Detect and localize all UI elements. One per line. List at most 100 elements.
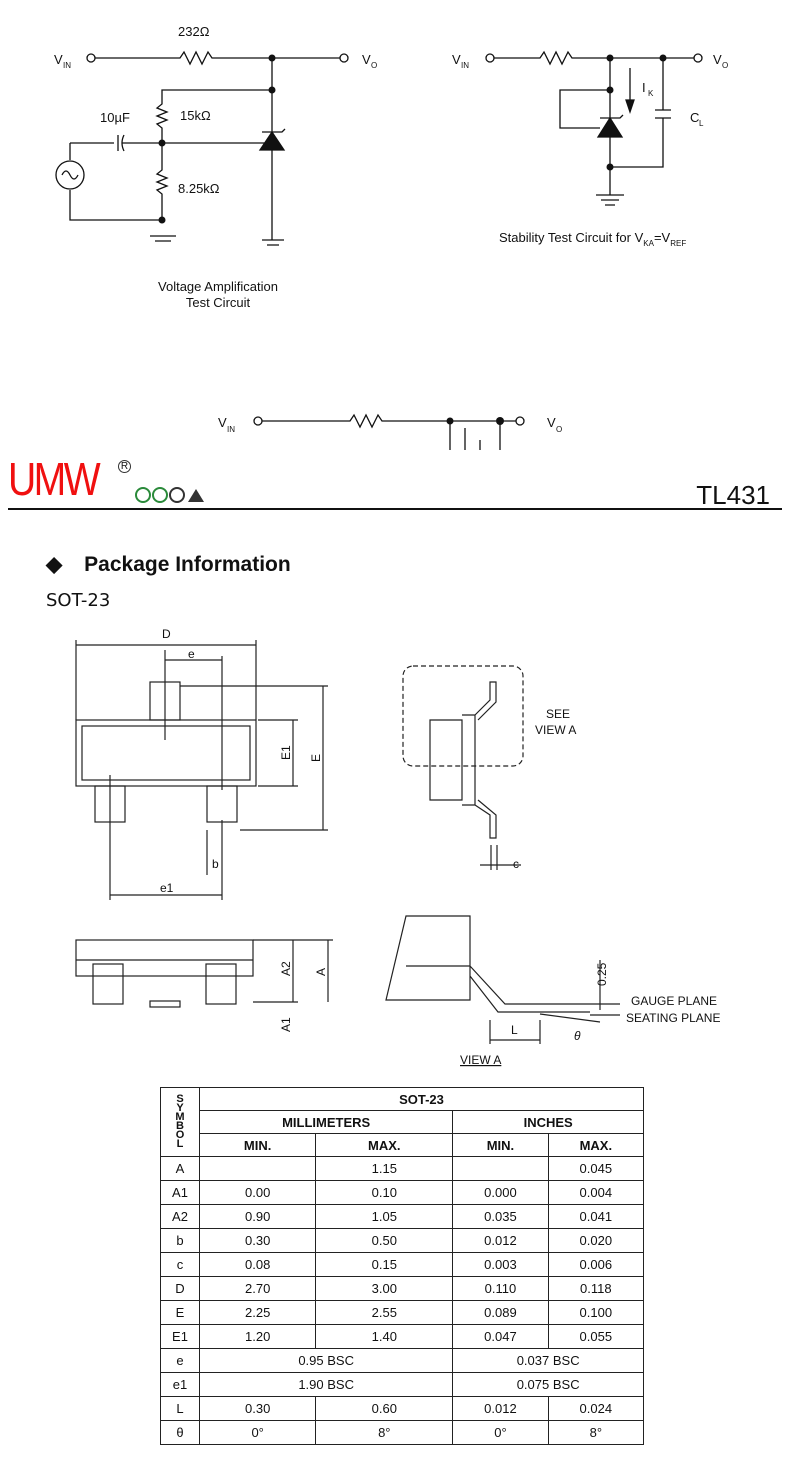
svg-text:I: I [642,80,646,95]
mm-header: MILLIMETERS [198,1110,454,1134]
cell-s: b [160,1228,200,1253]
cell-imax: 0.024 [547,1396,645,1421]
svg-text:A2: A2 [279,961,293,976]
cell-s: E1 [160,1324,200,1349]
svg-text:Voltage Amplification: Voltage Amplification [158,279,278,294]
svg-text:E1: E1 [279,745,293,760]
cell-mmin [198,1156,317,1181]
cell-s: E [160,1300,200,1325]
svg-text:Test Circuit: Test Circuit [186,295,251,310]
svg-text:SEATING PLANE: SEATING PLANE [626,1011,720,1025]
cell-mmax: 1.40 [315,1324,454,1349]
cell-imax: 0.100 [547,1300,645,1325]
svg-text:Stability Test Circuit for VKA: Stability Test Circuit for VKA=VREF [499,230,686,248]
svg-text:K: K [648,89,654,98]
cell-mmin: 0.30 [198,1228,317,1253]
cell-imax: 0.055 [547,1324,645,1349]
cell-imin: 0.000 [452,1180,549,1205]
svg-text:V: V [713,52,722,67]
svg-text:VIEW A: VIEW A [460,1053,501,1067]
svg-text:b: b [212,857,219,871]
part-number: TL431 [696,480,770,510]
cell-imax: 0.041 [547,1204,645,1229]
cell-imin: 0.047 [452,1324,549,1349]
cell-in: 0.037 BSC [452,1348,644,1373]
umw-logo: UMW [8,453,101,505]
registered-mark: R [118,460,131,473]
cell-s: A1 [160,1180,200,1205]
svg-text:V: V [362,52,371,67]
section-heading: ◆ Package Information [46,552,291,577]
cell-imin: 0.003 [452,1252,549,1277]
svg-text:O: O [556,425,562,434]
svg-text:L: L [699,119,704,128]
cell-imax: 0.118 [547,1276,645,1301]
cell-s: D [160,1276,200,1301]
cell-s: θ [160,1420,200,1445]
cell-mmax: 0.60 [315,1396,454,1421]
cell-s: A [160,1156,200,1181]
svg-text:15kΩ: 15kΩ [180,108,211,123]
cell-s: A2 [160,1204,200,1229]
cell-mmax: 0.50 [315,1228,454,1253]
svg-text:0.25: 0.25 [595,962,609,986]
svg-text:SEE: SEE [546,707,570,721]
cell-imin: 0.110 [452,1276,549,1301]
cell-mmax: 3.00 [315,1276,454,1301]
cell-imin: 0.012 [452,1396,549,1421]
cell-imin: 0.035 [452,1204,549,1229]
svg-text:e1: e1 [160,881,174,895]
svg-text:10µF: 10µF [100,110,130,125]
svg-text:V: V [547,415,556,430]
package-outline-drawing: D e E1 E b e1 SEE VIEW A c A2 A A1 0.25 … [75,627,720,1067]
cell-mmax: 1.05 [315,1204,454,1229]
svg-text:IN: IN [227,425,235,434]
cell-mmin: 0° [198,1420,317,1445]
cell-s: e [160,1348,200,1373]
esd-icon [188,489,204,502]
cell-mmin: 0.08 [198,1252,317,1277]
cell-imin: 0.012 [452,1228,549,1253]
svg-text:V: V [54,52,63,67]
cell-mmin: 2.70 [198,1276,317,1301]
cell-mmax: 8° [315,1420,454,1445]
cell-imax: 0.004 [547,1180,645,1205]
svg-text:θ: θ [574,1029,581,1043]
cell-mmin: 1.20 [198,1324,317,1349]
cell-mmin: 2.25 [198,1300,317,1325]
pb-free-icon [152,487,168,503]
cell-s: e1 [160,1372,200,1397]
svg-text:e: e [188,647,195,661]
cell-mmin: 0.00 [198,1180,317,1205]
cell-mm: 0.95 BSC [198,1348,454,1373]
svg-text:O: O [722,61,728,70]
cell-mm: 1.90 BSC [198,1372,454,1397]
svg-text:A: A [314,968,328,976]
svg-text:D: D [162,627,171,641]
halogen-free-icon [169,487,185,503]
section-title: Package Information [84,553,291,576]
cell-mmax: 1.15 [315,1156,454,1181]
svg-text:E: E [309,754,323,762]
svg-text:IN: IN [461,61,469,70]
package-name: SOT-23 [46,590,111,611]
header-divider [8,508,782,510]
cell-mmin: 0.30 [198,1396,317,1421]
cell-in: 0.075 BSC [452,1372,644,1397]
cell-imax: 0.006 [547,1252,645,1277]
cell-mmax: 0.10 [315,1180,454,1205]
svg-text:V: V [218,415,227,430]
diamond-bullet-icon: ◆ [46,553,63,576]
in-max-header: MAX. [547,1133,645,1157]
